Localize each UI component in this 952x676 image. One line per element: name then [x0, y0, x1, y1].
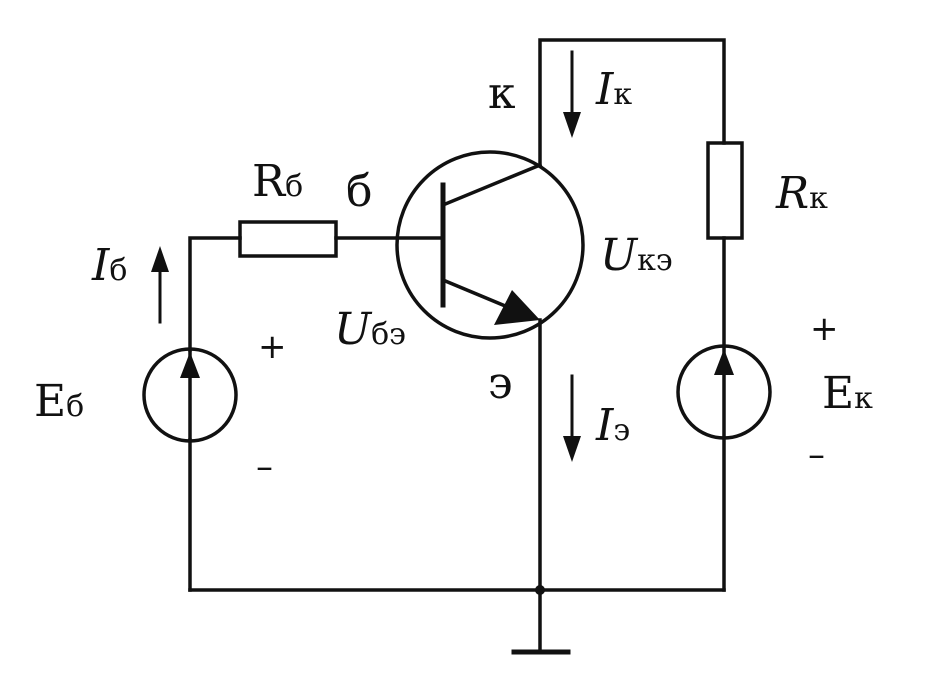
- transistor-collector-lead: [440, 162, 543, 208]
- resistor-base-label: Rб: [252, 156, 303, 207]
- terminal-emitter-label: э: [488, 358, 513, 409]
- source-base-arrow-icon: [180, 352, 200, 378]
- arrow-down-icon: [563, 436, 581, 462]
- resistor-collector: [706, 141, 744, 240]
- current-collector-label: Iк: [595, 64, 632, 115]
- transistor-body: [395, 150, 585, 340]
- wire-collector-top: [538, 38, 726, 167]
- current-arrow-base: [151, 246, 169, 324]
- resistor-base: [238, 220, 338, 258]
- plus-sign-collector: +: [810, 309, 839, 349]
- wire-base-left: [188, 236, 242, 352]
- minus-sign-collector: –: [808, 435, 825, 475]
- transistor: [395, 150, 585, 340]
- emitter-arrow-icon: [494, 290, 540, 325]
- wires: [188, 38, 726, 652]
- source-base-label: Eб: [34, 376, 84, 427]
- minus-sign-base: –: [256, 447, 273, 487]
- source-collector-label: Eк: [822, 368, 873, 419]
- terminal-collector-label: к: [488, 68, 516, 119]
- plus-sign-base: +: [258, 327, 287, 367]
- current-emitter-label: Iэ: [595, 400, 630, 451]
- transistor-emitter-lead: [440, 277, 513, 311]
- resistor-collector-label: Rк: [775, 168, 828, 219]
- current-arrow-emitter: [563, 374, 581, 462]
- source-collector: [676, 344, 772, 440]
- arrow-up-icon: [151, 246, 169, 272]
- junction-dot: [535, 585, 545, 595]
- voltage-be-label: Uбэ: [334, 304, 406, 355]
- current-base-label: Iб: [91, 240, 127, 291]
- arrow-down-icon: [563, 112, 581, 138]
- terminal-base-label: б: [346, 166, 373, 217]
- source-collector-arrow-icon: [714, 349, 734, 375]
- current-arrow-collector: [563, 50, 581, 138]
- voltage-ce-label: Uкэ: [600, 230, 673, 281]
- source-base: [142, 347, 238, 443]
